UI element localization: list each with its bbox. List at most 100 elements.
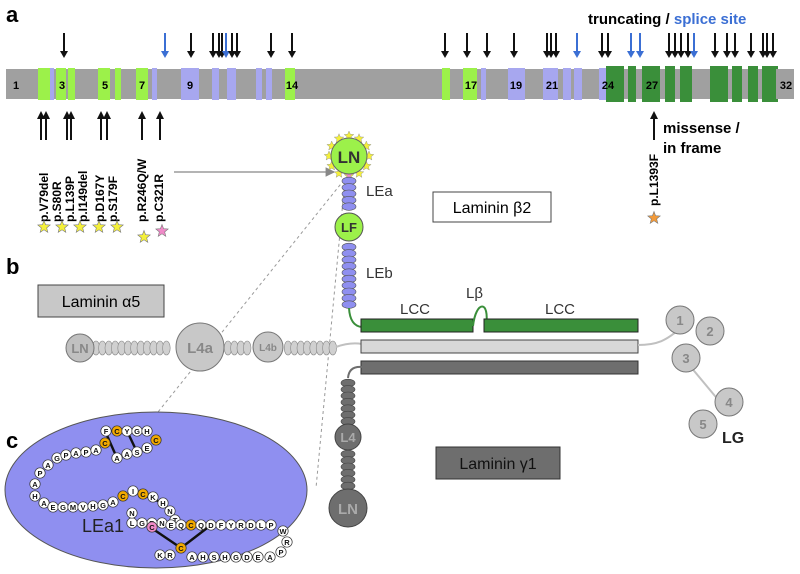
exon — [181, 68, 199, 100]
residue-letter: H — [200, 553, 205, 562]
laminin-alpha5: LN L4a L4b 1 2 3 4 5 LG — [65, 305, 744, 447]
laminin-gamma1-label: Laminin γ1 — [459, 456, 536, 473]
gene-track: 1 3 5 7 9 14 17 19 21 24 27 32 — [6, 33, 794, 140]
lg-number: 5 — [699, 417, 706, 432]
exon-number: 3 — [59, 80, 65, 92]
truncating-arrowhead — [636, 51, 644, 58]
leb-bead — [341, 300, 357, 309]
mutation-star — [110, 219, 124, 233]
residue-letter: C — [120, 492, 126, 501]
residue-letter: H — [90, 502, 95, 511]
truncating-arrowhead — [510, 51, 518, 58]
legend-missense: missense / — [663, 120, 741, 137]
truncating-arrowhead — [441, 51, 449, 58]
a5-bead — [243, 340, 252, 356]
residue-letter: A — [110, 498, 116, 507]
residue-letter: P — [278, 548, 283, 557]
residue-letter: S — [134, 448, 139, 457]
truncating-arrowhead — [552, 51, 560, 58]
exon-number: 21 — [546, 80, 558, 92]
b2-connector — [348, 307, 363, 328]
residue-circle — [208, 551, 220, 563]
b2-ln-domain — [330, 137, 368, 175]
g1-l4-label: L4 — [340, 430, 356, 445]
missense-arrowhead — [103, 111, 111, 119]
laminin-alpha5-box — [37, 284, 165, 318]
exon — [136, 68, 148, 100]
residue-circle — [29, 478, 41, 490]
leb-stack — [341, 242, 357, 309]
panel-label-a: a — [6, 2, 19, 27]
truncating-arrowhead — [684, 51, 692, 58]
residue-letter: N — [159, 519, 164, 528]
residue-letter: V — [80, 503, 85, 512]
mutation-label: p.R246Q/W — [135, 158, 149, 222]
residue-circle — [29, 490, 41, 502]
lea-bead — [341, 202, 357, 211]
truncating-arrowhead — [627, 51, 635, 58]
mutation-label: p.L139P — [63, 176, 77, 222]
residue-letter: A — [73, 449, 79, 458]
mutation-star — [55, 219, 69, 233]
exon — [748, 66, 758, 102]
residue-letter: G — [233, 553, 239, 562]
residue-letter: C — [114, 427, 120, 436]
mutation-star — [155, 223, 169, 237]
residue-circle — [164, 505, 176, 517]
exon-number: 17 — [465, 80, 477, 92]
residue-circle — [154, 549, 166, 561]
mutation-label: p.V79del — [37, 173, 51, 222]
exon — [212, 68, 219, 100]
residue-letter: A — [32, 480, 38, 489]
residue-letter: C — [188, 521, 194, 530]
residue-circle — [281, 536, 293, 548]
residue-letter: F — [219, 521, 224, 530]
truncating-arrowhead — [267, 51, 275, 58]
residue-letter: C — [102, 439, 108, 448]
residue-letter: K — [150, 493, 156, 502]
exon — [463, 68, 477, 100]
residue-circle — [99, 437, 111, 449]
legend-separator: / — [661, 11, 674, 28]
exon-32 — [776, 69, 794, 99]
missense-arrows — [37, 111, 658, 140]
mutation-star — [647, 210, 661, 224]
b2-ln-label: LN — [338, 148, 361, 167]
residue-circle — [97, 499, 109, 511]
lg5-domain — [688, 409, 718, 439]
truncating-arrowhead — [769, 51, 777, 58]
exon — [38, 68, 51, 100]
exon-number: 32 — [780, 80, 792, 92]
residue-circle — [111, 452, 123, 464]
truncating-arrowhead — [222, 51, 230, 58]
residue-letter: K — [157, 551, 163, 560]
residue-circle — [107, 496, 119, 508]
residue-letter: A — [124, 450, 130, 459]
lcc-right-label: LCC — [545, 301, 575, 318]
missense-arrowhead — [67, 111, 75, 119]
residue-letter: R — [238, 521, 244, 530]
missense-arrowhead — [42, 111, 50, 119]
exon — [227, 68, 236, 100]
residue-circle — [186, 551, 198, 563]
truncating-arrows — [60, 33, 777, 58]
residue-letter: R — [284, 538, 290, 547]
exon — [481, 68, 486, 100]
a5-l4b-label: L4b — [259, 343, 277, 354]
legend-truncating: truncating — [588, 11, 661, 28]
residue-letter: G — [60, 503, 66, 512]
residue-letter: Q — [178, 521, 184, 530]
residue-circle — [147, 491, 159, 503]
a5-coiled-coil — [360, 339, 639, 354]
residue-letter: P — [37, 469, 42, 478]
mutation-label: p.C321R — [152, 174, 166, 222]
truncating-arrowhead — [665, 51, 673, 58]
lg-label: LG — [722, 430, 744, 447]
g1-le-beads — [340, 378, 356, 491]
exon-number: 24 — [602, 80, 615, 92]
laminin-beta2-label: Laminin β2 — [453, 200, 532, 217]
laminin-beta2-box — [432, 191, 552, 223]
exon — [680, 66, 692, 102]
lea-label: LEa — [366, 183, 393, 200]
